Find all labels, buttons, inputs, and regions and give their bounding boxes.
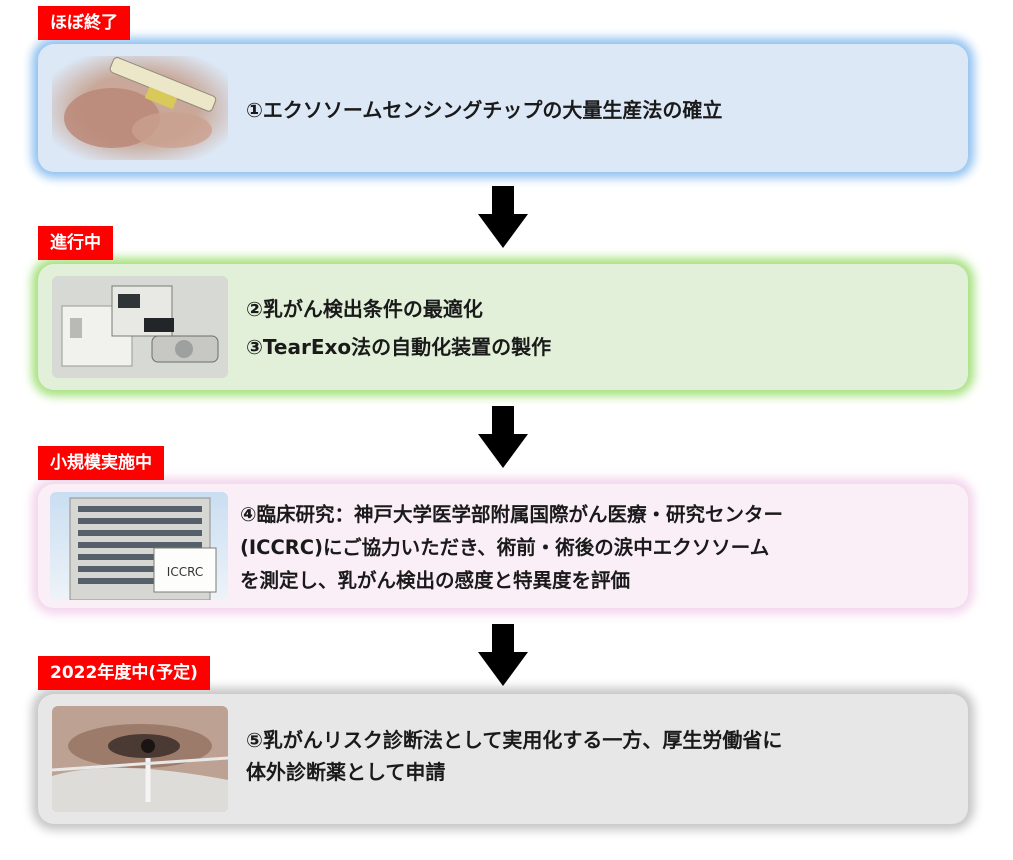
step-4-line-1: ⑤乳がんリスク診断法として実用化する一方、厚生労働省に [246,728,783,752]
step-1-text: ①エクソソームセンシングチップの大量生産法の確立 [246,94,722,123]
step-2-line-1: ②乳がん検出条件の最適化 [246,297,483,321]
step-4-line-2: 体外診断薬として申請 [246,760,446,784]
status-tag-2: 進行中 [38,226,113,260]
pipette-chip-photo [52,56,228,160]
down-arrow-icon [478,406,528,468]
step-3-line-3: を測定し、乳がん検出の感度と特異度を評価 [240,569,631,592]
step-4-text: ⑤乳がんリスク診断法として実用化する一方、厚生労働省に 体外診断薬として申請 [246,724,782,788]
status-tag-4: 2022年度中(予定) [38,656,210,690]
status-tag-1: ほぼ終了 [38,6,130,40]
step-box-1: ①エクソソームセンシングチップの大量生産法の確立 [38,44,968,172]
iccrc-building-photo: ICCRC [50,492,228,600]
lab-automation-device-photo [52,276,228,378]
iccrc-sign-text: ICCRC [167,565,203,579]
down-arrow-icon [478,624,528,686]
step-3-line-1: ④臨床研究：神戸大学医学部附属国際がん医療・研究センター [240,503,784,526]
step-1-line-1: ①エクソソームセンシングチップの大量生産法の確立 [246,98,723,122]
status-tag-3: 小規模実施中 [38,446,164,480]
step-2-line-2: ③TearExo法の自動化装置の製作 [246,335,552,359]
step-box-3: ICCRC ④臨床研究：神戸大学医学部附属国際がん医療・研究センター (ICCR… [38,484,968,608]
tear-collection-eye-photo [52,706,228,812]
step-3-text: ④臨床研究：神戸大学医学部附属国際がん医療・研究センター (ICCRC)にご協力… [240,498,783,597]
step-2-text: ②乳がん検出条件の最適化 ③TearExo法の自動化装置の製作 [246,290,551,366]
step-box-2: ②乳がん検出条件の最適化 ③TearExo法の自動化装置の製作 [38,264,968,390]
step-box-4: ⑤乳がんリスク診断法として実用化する一方、厚生労働省に 体外診断薬として申請 [38,694,968,824]
step-3-line-2: (ICCRC)にご協力いただき、術前・術後の涙中エクソソーム [240,536,770,559]
down-arrow-icon [478,186,528,248]
